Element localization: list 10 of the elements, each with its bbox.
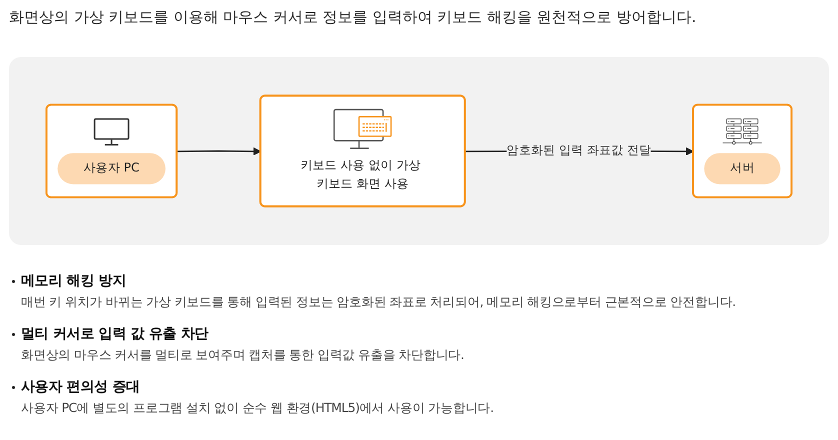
feature-description: 매번 키 위치가 바뀌는 가상 키보드를 통해 입력된 정보는 암호화된 좌표로 처리되어, 메모리 해킹으로부터 근본적으로 안전합니다. — [21, 294, 736, 311]
feature-description: 화면상의 마우스 커서를 멀티로 보여주며 캡처를 통한 입력값 유출을 차단합니다. — [21, 347, 464, 364]
edge-label: 암호화된 입력 좌표값 전달 — [506, 144, 652, 158]
title: 화면상의 가상 키보드를 이용해 마우스 커서로 정보를 입력하여 키보드 해킹을 원천적으로 방어합니다. — [9, 8, 696, 27]
feature-heading: 멀티 커서로 입력 값 유출 차단 — [21, 325, 208, 343]
feature-heading: 메모리 해킹 방지 — [21, 272, 126, 290]
arrow — [177, 147, 262, 156]
feature-heading: 사용자 편의성 증대 — [21, 378, 140, 396]
feature-description: 사용자 PC에 별도의 프로그램 설치 없이 순수 웹 환경(HTML5)에서 사용이 가능합니다. — [21, 400, 494, 417]
diagram-panel: 암호화된 입력 좌표값 전달 사용자 PC 키보드 사용 없이 가상 키보드 화면 사용 서버 — [9, 57, 829, 245]
